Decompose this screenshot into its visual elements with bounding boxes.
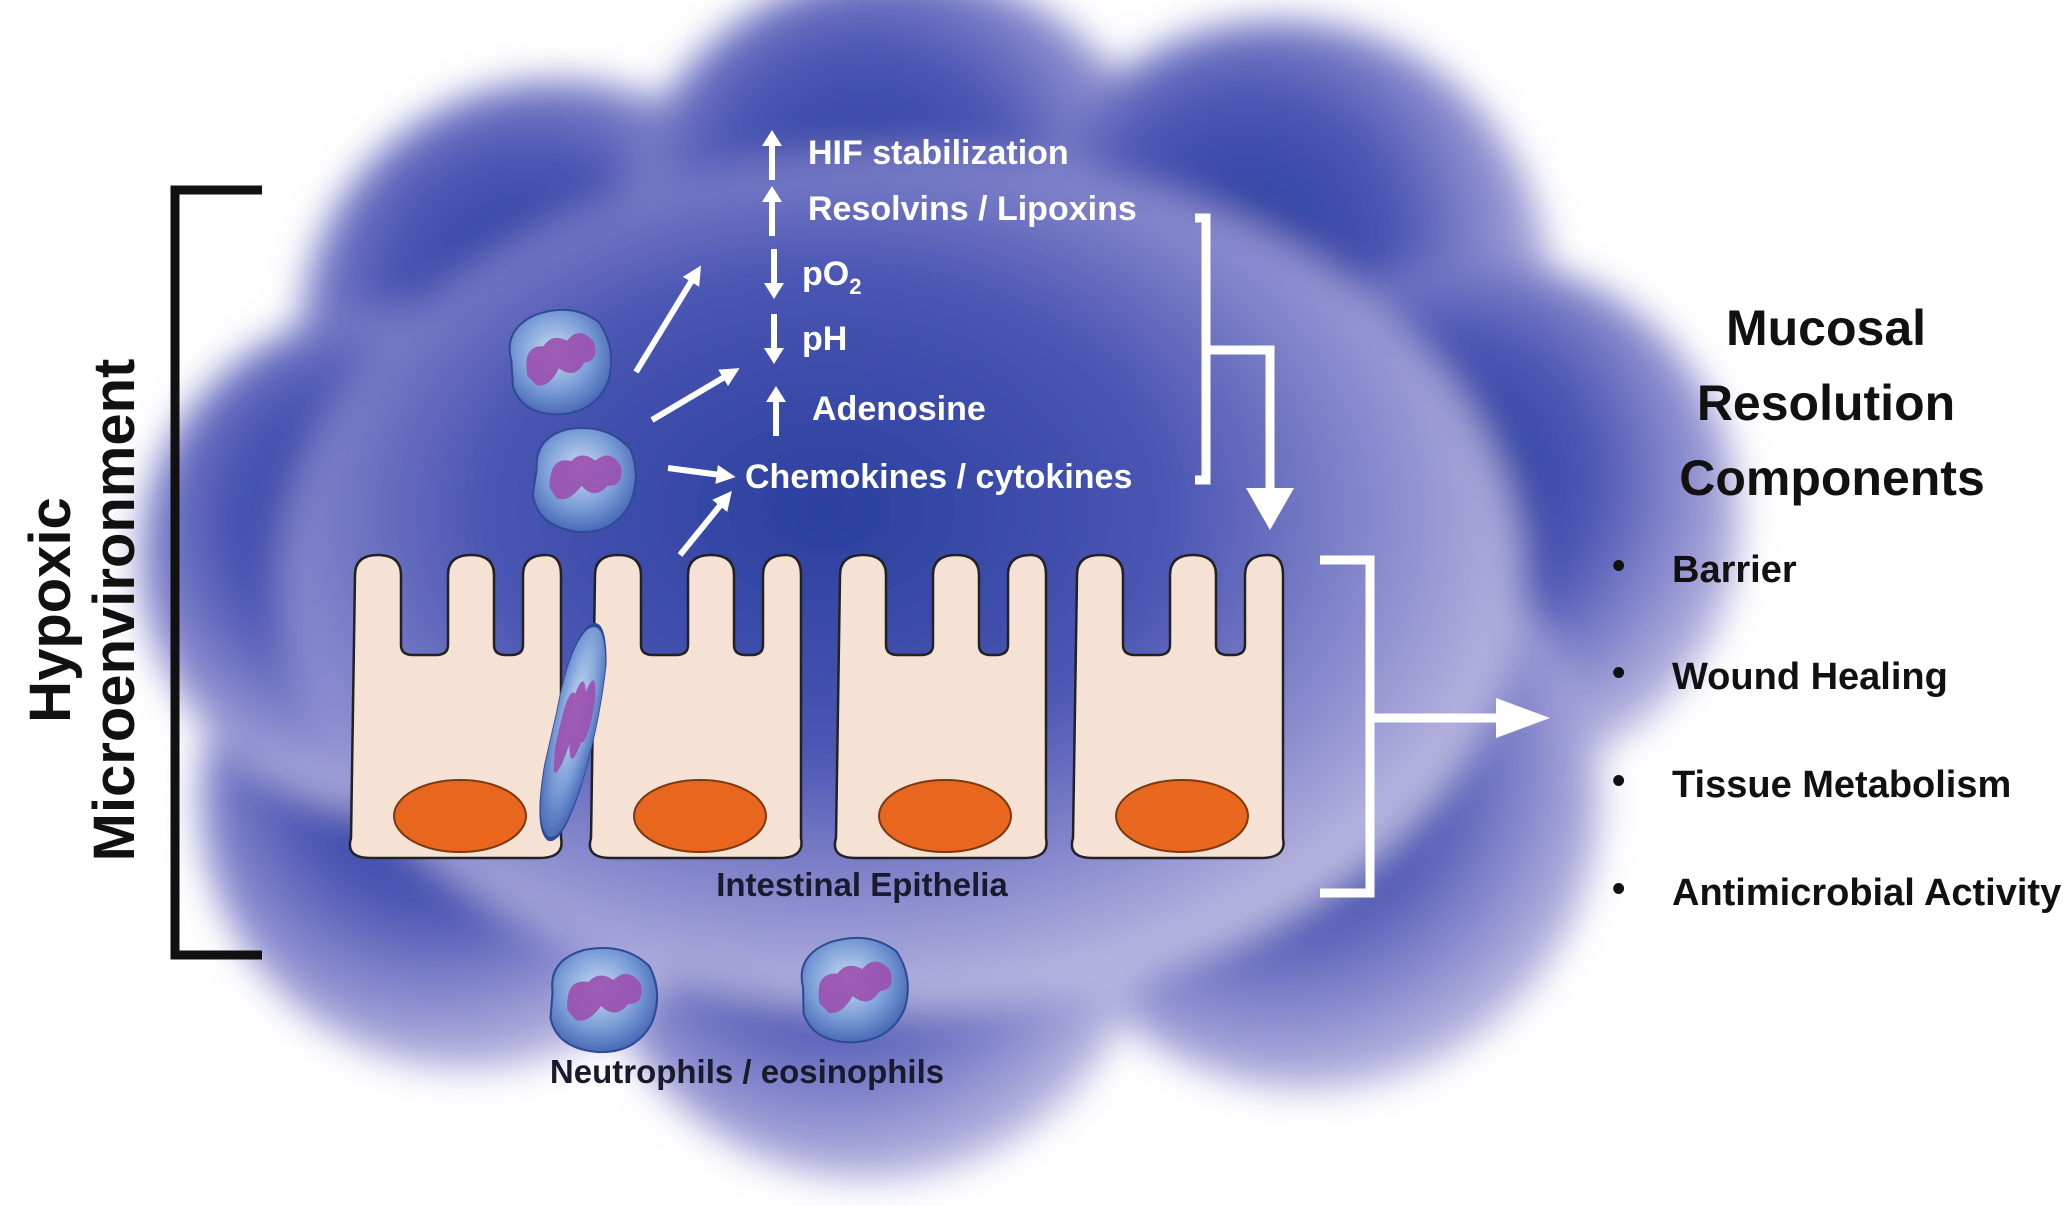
resolution-heading-line1: Mucosal — [1726, 300, 1926, 356]
signal-arrow-3 — [667, 464, 736, 484]
down-arrow-icon — [764, 249, 784, 299]
epithelia-label: Intestinal Epithelia — [716, 866, 1008, 903]
intestinal-epithelia — [348, 553, 1285, 860]
neutrophil-cell-icon — [531, 427, 637, 534]
side-label-line1: Hypoxic — [18, 497, 83, 723]
signal-arrow-2 — [650, 368, 740, 423]
resolution-item: • Barrier — [1612, 545, 1797, 591]
feedback-arrow — [1195, 213, 1275, 490]
epithelial-cell — [588, 553, 803, 860]
bullet-icon: • — [1612, 760, 1625, 802]
resolution-item-label: Antimicrobial Activity — [1672, 872, 2061, 914]
cell-nucleus — [878, 779, 1012, 853]
neutrophils-group — [508, 308, 909, 1054]
resolution-arrow — [1320, 555, 1500, 898]
mediator-label: Resolvins / Lipoxins — [808, 190, 1137, 228]
cell-nucleus — [1115, 779, 1249, 853]
mediator-label: Chemokines / cytokines — [745, 458, 1132, 496]
bullet-icon: • — [1612, 545, 1625, 587]
resolution-item: • Wound Healing — [1612, 652, 1948, 698]
mediator-label: pH — [802, 320, 847, 358]
neutrophil-signal-arrows — [633, 265, 740, 557]
signal-arrow-4 — [677, 491, 732, 557]
resolution-heading: Mucosal Resolution Components — [1679, 300, 1985, 506]
resolution-item-label: Barrier — [1672, 549, 1797, 591]
resolution-item: • Tissue Metabolism — [1612, 760, 2011, 806]
neutrophil-cell-icon — [549, 947, 659, 1054]
epithelial-cell — [348, 553, 563, 860]
resolution-items: • Barrier • Wound Healing • Tissue Metabolism… — [1612, 545, 2061, 914]
mediator-label: HIF stabilization — [808, 134, 1069, 172]
down-arrow-icon — [764, 314, 784, 364]
neutrophil-cell-icon — [800, 936, 909, 1044]
resolution-arrowhead — [1496, 698, 1550, 738]
bullet-icon: • — [1612, 868, 1625, 910]
epithelial-cell — [1070, 553, 1285, 860]
mediator-label: Adenosine — [812, 390, 986, 428]
bullet-icon: • — [1612, 652, 1625, 694]
side-label-line2: Microenvironment — [82, 359, 147, 862]
signal-arrow-1 — [633, 265, 701, 374]
left-bracket — [170, 185, 262, 960]
neutrophil-cell-icon — [539, 623, 607, 842]
resolution-item-label: Wound Healing — [1672, 656, 1948, 698]
epithelial-cell — [833, 553, 1048, 860]
up-arrow-icon — [762, 130, 782, 180]
feedback-arrowhead — [1246, 488, 1294, 530]
immune-cells-label: Neutrophils / eosinophils — [550, 1053, 944, 1090]
side-label: Hypoxic Microenvironment — [18, 359, 147, 862]
up-arrow-icon — [762, 186, 782, 236]
cell-nucleus — [393, 779, 527, 853]
resolution-heading-line2: Resolution — [1697, 375, 1955, 431]
up-arrow-icon — [766, 386, 786, 436]
resolution-item-label: Tissue Metabolism — [1672, 764, 2011, 806]
cell-nucleus — [633, 779, 767, 853]
neutrophil-cell-icon — [508, 308, 613, 416]
resolution-heading-line3: Components — [1679, 450, 1985, 506]
resolution-item: • Antimicrobial Activity — [1612, 868, 2061, 914]
